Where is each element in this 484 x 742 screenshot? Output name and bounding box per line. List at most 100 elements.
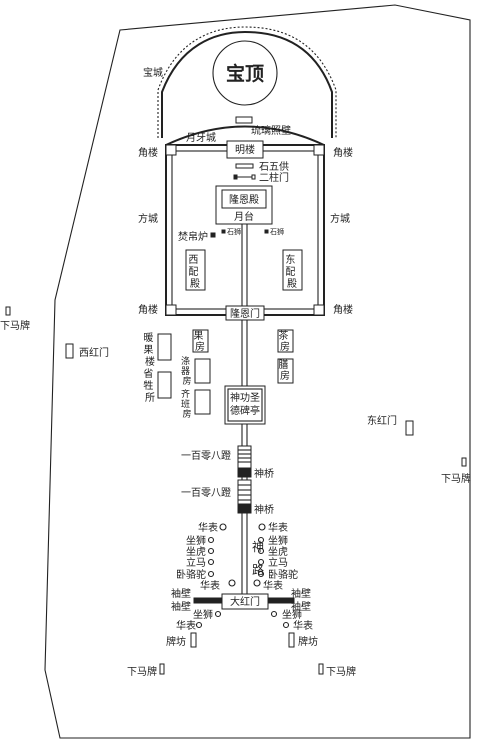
- xiubi-west-wall: [193, 597, 223, 604]
- xipeidian-char3: 殿: [190, 278, 200, 290]
- shishi-left-label: 石狮: [227, 228, 241, 236]
- dongpeidian-char2: 配: [285, 266, 295, 278]
- minglou-label: 明楼: [235, 143, 255, 156]
- xiubi-label-e2: 袖壁: [291, 600, 311, 613]
- longenmen-gate: [225, 305, 265, 321]
- xixiqifang-char2: 器: [181, 366, 190, 377]
- dahongmen-label: 大红门: [230, 595, 260, 608]
- ximen-gate: [65, 343, 74, 359]
- liulizhaobi-label: 琉璃照壁: [251, 124, 291, 137]
- chaguolou-label: 暖 果 楼: [143, 331, 156, 368]
- huabiao-label-w2: 华表: [200, 579, 220, 592]
- shenqiao-lower: [237, 503, 252, 514]
- guofang-building: [192, 329, 209, 353]
- xipeidian-label: 西 配 殿: [188, 255, 201, 290]
- beiting-label-line2: 德碑亭: [230, 404, 260, 417]
- beiting-pavilion: [224, 385, 266, 425]
- chafang-building: [277, 329, 294, 353]
- chaguolou-building: [157, 333, 172, 361]
- chafang-char2: 房: [280, 340, 290, 353]
- xipeidian-char1: 西: [188, 255, 198, 266]
- huabiao-outer-label-e: 华表: [293, 619, 313, 632]
- zuohu-label-w: 坐虎: [186, 546, 206, 558]
- shanfang-char1: 膳: [278, 358, 288, 371]
- paifang-east: [288, 632, 295, 648]
- liulizhaobi-wall: [235, 116, 253, 124]
- jiaolou-se: [313, 304, 325, 316]
- erzhumen-pillar-left: [233, 174, 238, 180]
- jiaolou-label-ne: 角楼: [333, 146, 353, 159]
- minglou-building: [226, 140, 264, 159]
- steps-upper-treads: [238, 449, 251, 463]
- shiwugong-label: 石五供: [259, 160, 289, 173]
- shengsheng-char1: 省: [143, 367, 153, 380]
- shanfang-building: [277, 358, 294, 384]
- woluotuo-label-e: 卧骆驼: [268, 568, 298, 581]
- shenlu-label-char2: 路: [252, 562, 264, 577]
- zuoshi-outer-label-e: 坐狮: [282, 608, 302, 621]
- dongmen-label: 东红门: [367, 414, 397, 427]
- baoding-label: 宝顶: [226, 62, 264, 85]
- shanfang-char2: 房: [280, 369, 290, 382]
- chafang-label: 茶 房: [278, 329, 291, 353]
- statues-west: [207, 523, 236, 587]
- qibanfang-char3: 房: [182, 408, 191, 420]
- qibanfang-building: [194, 389, 211, 415]
- xiamapai-west-tablet: [5, 306, 11, 316]
- woluotuo-label-w: 卧骆驼: [176, 568, 206, 581]
- jiaolou-sw: [165, 304, 177, 316]
- qibanfang-char1: 齐: [181, 388, 190, 400]
- fangcheng-label-right: 方城: [330, 212, 350, 225]
- huabiao-label-e2: 华表: [263, 579, 283, 592]
- chaguolou-char2: 果: [143, 344, 153, 356]
- baocheng-label: 宝城: [143, 66, 163, 79]
- xiamapai-se-tablet: [318, 663, 324, 675]
- fangcheng-label-left: 方城: [138, 212, 158, 225]
- huabiao-outer-east: [282, 621, 290, 629]
- lima-label-w: 立马: [186, 556, 206, 569]
- jiaolou-nw: [165, 144, 177, 156]
- steps-lower-treads: [238, 484, 251, 501]
- qibanfang-char2: 班: [181, 398, 190, 410]
- qibanfang-label: 齐 班 房: [181, 388, 193, 420]
- erzhumen-pillar-right: [251, 174, 256, 180]
- shengsheng-label: 省 牲 所: [143, 367, 156, 404]
- steps-upper: [237, 445, 252, 469]
- zuoshi-outer-label-w: 坐狮: [193, 608, 213, 621]
- xiamapai-east-label: 下马牌: [441, 472, 471, 485]
- fenbolu-burner: [210, 232, 216, 238]
- paifang-label-w: 牌坊: [166, 635, 186, 648]
- yuetai-label: 月台: [234, 210, 254, 223]
- shengsheng-building: [157, 371, 172, 399]
- dongmen-gate: [405, 420, 414, 436]
- xiamapai-west-label: 下马牌: [0, 319, 30, 332]
- guofang-char1: 果: [193, 330, 203, 342]
- longendian-hall: [221, 189, 267, 209]
- xiamapai-se-label: 下马牌: [326, 665, 356, 678]
- ximen-label: 西红门: [79, 346, 109, 359]
- zuohu-label-e: 坐虎: [268, 546, 288, 558]
- shenlu-label-char1: 神: [252, 540, 264, 554]
- zuoshi-outer-east: [270, 610, 278, 618]
- xixiqifang-char1: 涤: [181, 355, 190, 367]
- jiaolou-label-sw: 角楼: [138, 303, 158, 316]
- xipeidian-hall: [185, 249, 206, 291]
- shishi-left-marker: [221, 229, 226, 234]
- yueyacheng-label: 月牙城: [186, 132, 216, 144]
- shengsheng-char3: 所: [145, 392, 155, 404]
- lima-label-e: 立马: [268, 556, 288, 569]
- shenqiao-upper: [237, 467, 252, 478]
- xiubi-label-w2: 袖壁: [171, 600, 191, 613]
- xiubi-label-w1: 袖壁: [171, 587, 191, 600]
- xiamapai-east-tablet: [461, 457, 467, 467]
- statues-east: [253, 523, 266, 587]
- chaguolou-char3: 楼: [145, 355, 155, 368]
- huabiao-outer-west: [195, 621, 203, 629]
- paifang-west: [190, 632, 197, 648]
- beiting-label-line1: 神功圣: [230, 391, 260, 404]
- longenmen-label: 隆恩门: [230, 307, 260, 320]
- jiaolou-label-nw: 角楼: [138, 146, 158, 159]
- dongpeidian-hall: [282, 249, 303, 291]
- chaguolou-char1: 暖: [143, 331, 153, 344]
